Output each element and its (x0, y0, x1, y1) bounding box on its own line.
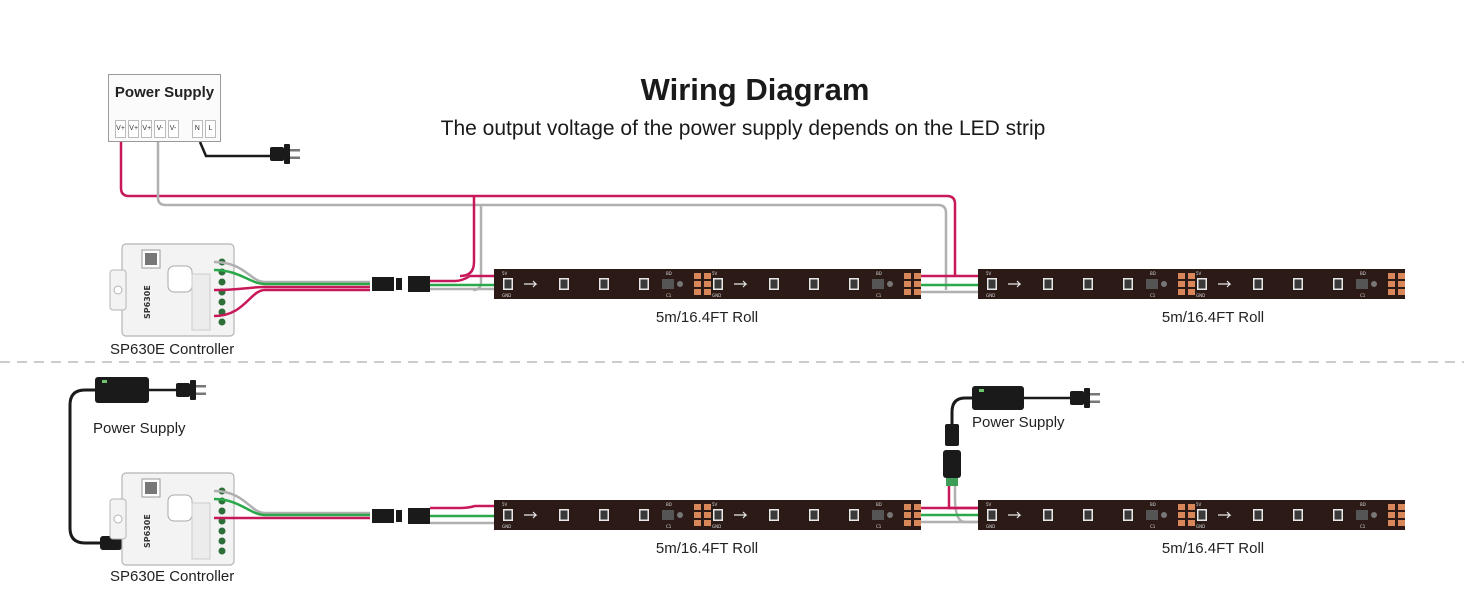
top-jumper-wires (921, 274, 980, 294)
bottom-right-supply-label: Power Supply (972, 414, 1065, 431)
top-led-strip-1 (494, 269, 921, 299)
bottom-left-supply-label: Power Supply (93, 420, 186, 437)
top-controller-wires (213, 260, 496, 318)
power-supply-label: Power Supply (114, 84, 215, 101)
bottom-controller-label: SP630E Controller (110, 568, 235, 585)
power-supply-terminals: V+ V+ V+ V- V- N L (115, 120, 216, 138)
terminal: V+ (128, 120, 140, 138)
terminal: L (204, 120, 216, 138)
top-controller-label: SP630E Controller (110, 341, 235, 358)
terminal: V- (154, 120, 166, 138)
bottom-roll-label-1: 5m/16.4FT Roll (655, 540, 759, 557)
bottom-led-strip-2 (978, 500, 1405, 530)
top-roll-label-1: 5m/16.4FT Roll (655, 309, 759, 326)
page-subtitle: The output voltage of the power supply d… (440, 117, 1046, 140)
terminal: V+ (115, 120, 127, 138)
bottom-roll-label-2: 5m/16.4FT Roll (1161, 540, 1265, 557)
top-led-strip-2 (978, 269, 1405, 299)
top-power-supply: Power Supply V+ V+ V+ V- V- N L (108, 74, 221, 142)
bottom-jumper-wires (921, 506, 980, 524)
top-roll-label-2: 5m/16.4FT Roll (1161, 309, 1265, 326)
terminal: V- (167, 120, 179, 138)
bottom-controller-wires (213, 489, 496, 525)
top-supply-wires (119, 141, 957, 292)
terminal: V+ (141, 120, 153, 138)
bottom-led-strip-1 (494, 500, 921, 530)
terminal: N (191, 120, 203, 138)
page-title: Wiring Diagram (640, 72, 870, 107)
